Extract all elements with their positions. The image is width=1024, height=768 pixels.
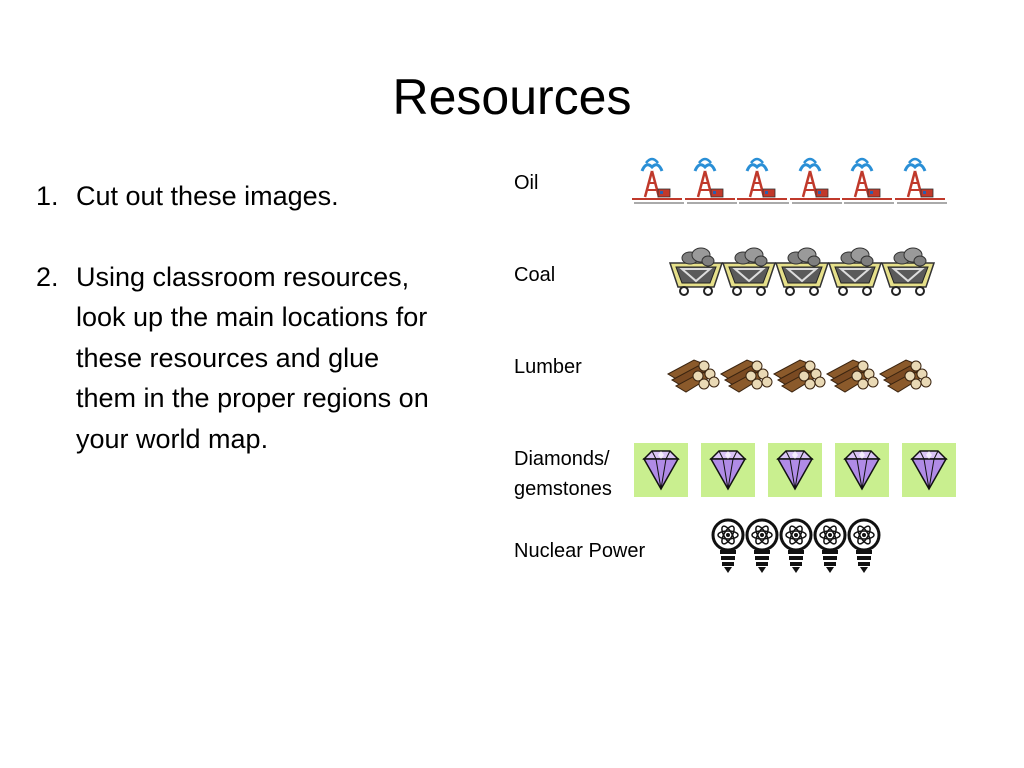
oil-derrick-icon xyxy=(789,157,842,204)
resource-label-diamonds: Diamonds/ gemstones xyxy=(514,444,612,504)
resource-label-coal: Coal xyxy=(514,264,556,286)
oil-derrick-icon xyxy=(684,157,737,204)
coal-cart-icon xyxy=(827,247,883,296)
log-pile-icon xyxy=(666,359,720,393)
coal-cart-icon xyxy=(721,247,777,296)
resource-label-line: Diamonds/ xyxy=(514,448,610,470)
slide-title: Resources xyxy=(392,69,632,125)
log-pile-icon xyxy=(878,359,932,393)
instruction-list: 1. Cut out these images. 2. Using classr… xyxy=(36,176,436,499)
log-pile-icon xyxy=(719,359,773,393)
coal-icon-row xyxy=(668,243,948,303)
instruction-text: Cut out these images. xyxy=(76,181,339,211)
nuclear-icon-row xyxy=(711,517,886,577)
resource-label-lumber: Lumber xyxy=(514,356,582,378)
oil-derrick-icon xyxy=(894,157,947,204)
instruction-item-1: 1. Cut out these images. xyxy=(36,176,436,217)
oil-derrick-icon xyxy=(737,157,789,204)
resource-label-oil: Oil xyxy=(514,172,539,194)
atom-lightbulb-icon xyxy=(779,518,813,573)
instruction-text: Using classroom resources, look up the m… xyxy=(76,261,429,454)
diamond-icon xyxy=(701,443,755,497)
oil-derrick-icon xyxy=(842,157,894,204)
log-pile-icon xyxy=(772,359,826,393)
coal-cart-icon xyxy=(668,247,724,296)
lumber-icon-row xyxy=(666,350,940,410)
atom-lightbulb-icon xyxy=(813,518,847,573)
oil-icon-row xyxy=(632,155,947,215)
diamond-icon xyxy=(835,443,889,497)
diamond-icon xyxy=(634,443,688,497)
resource-label-nuclear: Nuclear Power xyxy=(514,540,646,562)
atom-lightbulb-icon xyxy=(745,518,779,573)
instruction-number: 2. xyxy=(36,261,59,292)
oil-derrick-icon xyxy=(632,157,684,204)
atom-lightbulb-icon xyxy=(711,518,745,573)
diamonds-icon-row xyxy=(634,443,956,503)
diamond-icon xyxy=(902,443,956,497)
diamond-icon xyxy=(768,443,822,497)
coal-cart-icon xyxy=(774,247,830,296)
instruction-item-2: 2. Using classroom resources, look up th… xyxy=(36,257,436,460)
log-pile-icon xyxy=(825,359,879,393)
coal-cart-icon xyxy=(880,247,936,296)
atom-lightbulb-icon xyxy=(847,518,881,573)
instruction-number: 1. xyxy=(36,181,59,211)
resource-label-line: gemstones xyxy=(514,478,612,500)
